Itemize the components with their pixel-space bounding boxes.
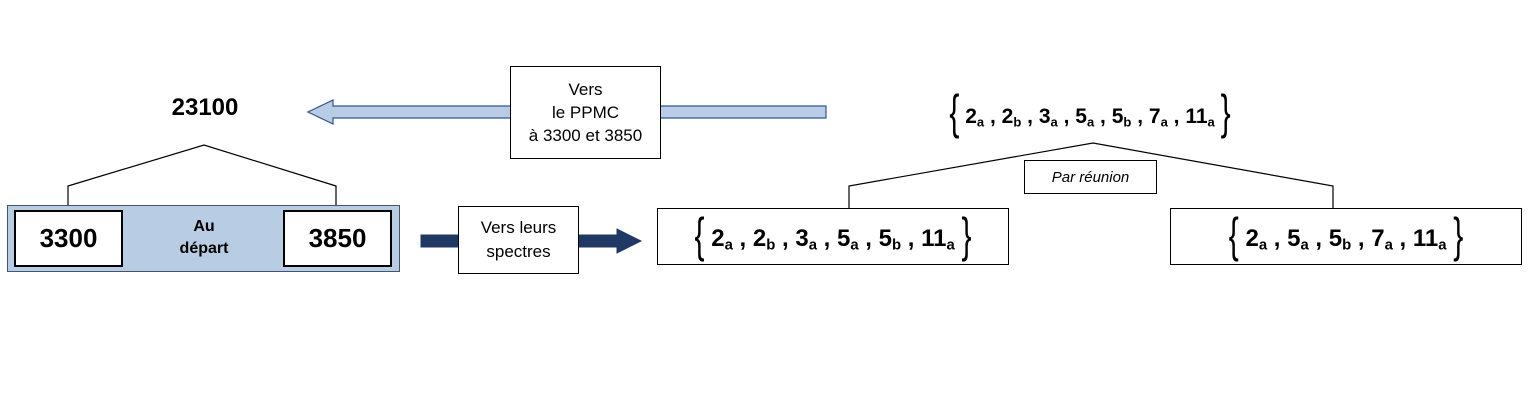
element-subscript: a <box>1384 237 1393 254</box>
element-separator: , <box>984 105 1002 128</box>
element-separator: , <box>1131 105 1149 128</box>
element-base: 2 <box>1001 105 1014 128</box>
set-element: 5b <box>1111 105 1132 130</box>
set-element: 5a <box>1287 224 1309 254</box>
open-brace: { <box>949 86 960 140</box>
element-base: 11 <box>1412 224 1439 252</box>
element-subscript: a <box>1086 114 1095 130</box>
spectres-line2: spectres <box>486 242 551 261</box>
start-label-line2: départ <box>179 240 229 257</box>
spectrum-3850-text: { 2a , 5a , 5b , 7a , 11a } <box>1229 209 1464 262</box>
towards-ppmc-line1: Vers <box>568 80 603 99</box>
ppmc-result: 23100 <box>171 94 239 121</box>
element-base: 7 <box>1371 224 1385 252</box>
spectrum-3850-box: { 2a , 5a , 5b , 7a , 11a } <box>1170 208 1522 265</box>
element-subscript: a <box>1207 114 1215 130</box>
set-element: 2b <box>752 224 776 254</box>
element-separator: , <box>1392 224 1413 252</box>
set-element: 7a <box>1371 224 1393 254</box>
element-separator: , <box>1351 224 1372 252</box>
element-separator: , <box>816 224 837 252</box>
element-subscript: b <box>1342 237 1352 254</box>
element-subscript: a <box>976 114 985 130</box>
element-separator: , <box>1021 105 1039 128</box>
element-separator: , <box>858 224 879 252</box>
element-base: 5 <box>1111 105 1124 128</box>
element-subscript: a <box>1300 237 1309 254</box>
tree-connector-ppmc <box>67 144 337 210</box>
element-base: 5 <box>878 224 893 252</box>
union-set-text: { 2a , 2b , 3a , 5a , 5b , 7a , 11a } <box>949 87 1230 140</box>
set-element: 2a <box>711 224 733 254</box>
number-3850-box: 3850 <box>283 210 392 267</box>
element-base: 11 <box>1185 105 1208 128</box>
close-brace: } <box>1453 209 1464 263</box>
start-label-line1: Au <box>193 218 215 235</box>
element-subscript: a <box>850 237 859 254</box>
element-base: 5 <box>1328 224 1343 252</box>
close-brace: } <box>961 209 972 263</box>
element-base: 5 <box>1287 224 1301 252</box>
element-base: 5 <box>1075 105 1087 128</box>
spectrum-3300-text: { 2a , 2b , 3a , 5a , 5b , 11a } <box>695 209 972 262</box>
element-subscript: a <box>808 237 817 254</box>
element-subscript: b <box>766 237 776 254</box>
close-brace: } <box>1220 86 1231 140</box>
set-element: 2a <box>1245 224 1268 254</box>
element-subscript: b <box>1013 114 1022 130</box>
element-base: 2 <box>965 105 977 128</box>
element-subscript: b <box>1123 114 1132 130</box>
element-separator: , <box>1267 224 1288 252</box>
element-subscript: a <box>1258 237 1268 254</box>
element-subscript: a <box>1438 237 1447 254</box>
set-element: 11a <box>1185 105 1215 130</box>
set-element: 5b <box>1328 224 1352 254</box>
set-element: 7a <box>1148 105 1168 130</box>
element-separator: , <box>901 224 922 252</box>
spectres-line1: Vers leurs <box>480 218 557 237</box>
towards-spectres-box: Vers leurs spectres <box>458 206 579 274</box>
spectrum-3300-box: { 2a , 2b , 3a , 5a , 5b , 11a } <box>657 208 1009 265</box>
element-base: 2 <box>1245 224 1259 252</box>
element-subscript: a <box>1160 114 1168 130</box>
set-element: 11a <box>921 224 955 254</box>
element-base: 2 <box>711 224 725 252</box>
number-3300-box: 3300 <box>14 210 123 267</box>
open-brace: { <box>694 209 705 263</box>
element-subscript: a <box>946 237 955 254</box>
set-element: 3a <box>1038 105 1058 130</box>
open-brace: { <box>1228 209 1239 263</box>
element-separator: , <box>1167 105 1186 128</box>
element-separator: , <box>775 224 796 252</box>
start-label: Au départ <box>165 216 243 260</box>
set-element: 5a <box>837 224 859 254</box>
element-separator: , <box>732 224 753 252</box>
set-element: 2a <box>965 105 985 130</box>
element-separator: , <box>1057 105 1076 128</box>
set-element: 5a <box>1075 105 1095 130</box>
element-base: 5 <box>837 224 851 252</box>
element-base: 11 <box>921 224 947 252</box>
element-subscript: b <box>892 237 902 254</box>
element-subscript: a <box>724 237 733 254</box>
towards-ppmc-box: Vers le PPMC à 3300 et 3850 <box>510 66 661 159</box>
towards-ppmc-line2: le PPMC <box>551 103 620 122</box>
set-element: 2b <box>1001 105 1022 130</box>
element-base: 3 <box>795 224 809 252</box>
element-separator: , <box>1308 224 1329 252</box>
element-base: 2 <box>752 224 767 252</box>
element-base: 7 <box>1148 105 1161 128</box>
towards-ppmc-line3: à 3300 et 3850 <box>528 126 643 145</box>
set-element: 3a <box>795 224 817 254</box>
set-element: 11a <box>1412 224 1447 254</box>
element-base: 3 <box>1038 105 1051 128</box>
element-subscript: a <box>1050 114 1058 130</box>
element-separator: , <box>1094 105 1112 128</box>
union-set: { 2a , 2b , 3a , 5a , 5b , 7a , 11a } <box>900 84 1280 144</box>
set-element: 5b <box>878 224 902 254</box>
tree-connector-union <box>848 142 1334 209</box>
union-label: Par réunion <box>1024 160 1157 194</box>
